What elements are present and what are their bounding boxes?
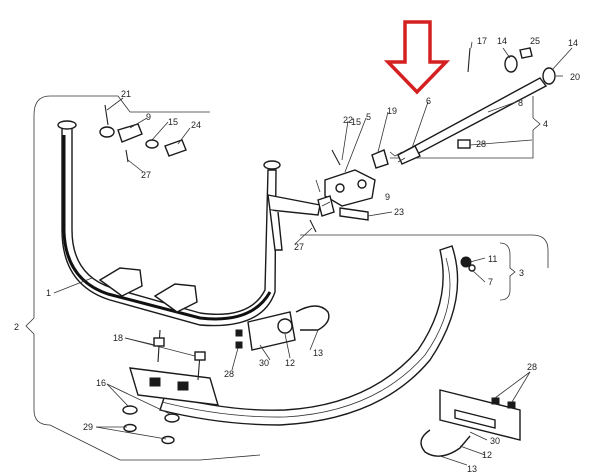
main-frame-part-1 xyxy=(57,120,321,327)
callout-28c: 28 xyxy=(527,362,537,372)
callout-14a: 14 xyxy=(497,36,507,46)
callout-20: 20 xyxy=(570,72,580,82)
callout-7: 7 xyxy=(488,277,493,287)
pivot-pin-hardware xyxy=(99,104,187,163)
callout-6: 6 xyxy=(426,96,431,106)
callout-29: 29 xyxy=(83,422,93,432)
callout-13: 13 xyxy=(313,348,323,358)
callout-17: 17 xyxy=(477,36,487,46)
callout-30a: 30 xyxy=(259,358,269,368)
eye-bolt-bracket-center xyxy=(235,305,330,351)
callout-11: 11 xyxy=(488,254,497,264)
callout-27b: 27 xyxy=(294,242,304,252)
callout-15a: 15 xyxy=(168,117,178,127)
leader-lines xyxy=(53,41,573,466)
callout-25: 25 xyxy=(530,36,540,46)
curved-bar-part xyxy=(159,245,459,426)
callout-30b: 30 xyxy=(490,436,500,446)
callout-13b: 13 xyxy=(467,464,477,474)
callout-15b: 15 xyxy=(351,117,361,127)
callout-19: 19 xyxy=(387,106,397,116)
assembly-outline-2 xyxy=(25,95,549,461)
callout-16: 16 xyxy=(96,378,106,388)
callout-22: 22 xyxy=(343,115,353,125)
callout-14b: 14 xyxy=(568,38,578,48)
callout-8: 8 xyxy=(518,98,523,108)
callout-labels: 1 2 3 4 5 6 7 8 9 9 11 12 12 13 13 14 14… xyxy=(14,36,580,474)
linkage-assembly xyxy=(309,149,389,233)
callout-27a: 27 xyxy=(141,170,151,180)
callout-21: 21 xyxy=(121,89,131,99)
lower-clamp-plate xyxy=(122,329,219,445)
red-down-arrow-icon xyxy=(383,20,451,95)
callout-9b: 9 xyxy=(385,192,390,202)
callout-24: 24 xyxy=(191,120,201,130)
callout-3: 3 xyxy=(519,268,524,278)
callout-5: 5 xyxy=(366,112,371,122)
callout-9: 9 xyxy=(146,112,151,122)
callout-12b: 12 xyxy=(482,450,492,460)
callout-28b: 28 xyxy=(476,139,486,149)
callout-18: 18 xyxy=(113,333,123,343)
callout-23: 23 xyxy=(394,207,404,217)
assembly-outline-4 xyxy=(390,96,541,159)
assembly-outline-3 xyxy=(499,242,516,301)
callout-2: 2 xyxy=(14,322,19,332)
adjuster-rod-assembly xyxy=(389,47,556,165)
callout-4: 4 xyxy=(543,119,548,129)
nut-washer-pair xyxy=(460,256,476,272)
callout-28a: 28 xyxy=(224,369,234,379)
callout-12: 12 xyxy=(285,358,295,368)
eye-bolt-bracket-right xyxy=(420,389,521,457)
callout-1: 1 xyxy=(46,288,51,298)
